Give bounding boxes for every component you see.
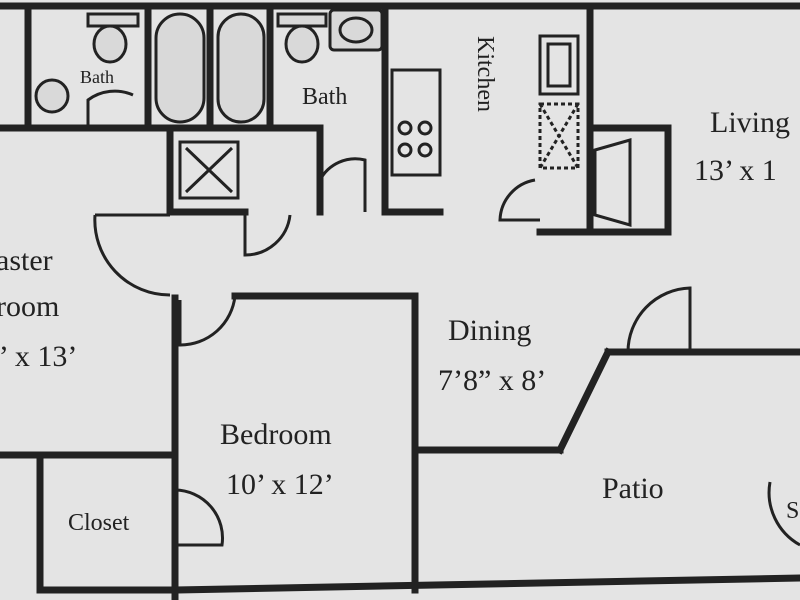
fireplace [593, 138, 632, 227]
toilet-tank [86, 12, 140, 28]
door-closet [243, 212, 292, 257]
bath-right-label: Bath [302, 84, 347, 110]
door-bath-left [86, 89, 134, 128]
master-label-line1: aster [0, 244, 53, 277]
pantry-cross [538, 103, 580, 169]
pantry [538, 102, 580, 170]
master-size: ” x 13’ [0, 340, 77, 373]
toilet-tank [276, 12, 328, 28]
door-storage [767, 481, 800, 547]
bathtub-right [216, 12, 266, 124]
toilet [284, 24, 320, 64]
dining-name: Dining [448, 314, 531, 347]
burner [397, 142, 413, 158]
storage-label: S [786, 498, 799, 524]
hvac-cross [184, 146, 234, 194]
door-bath-right [318, 157, 367, 212]
living-name: Living [710, 106, 790, 139]
bathtub-left [154, 12, 206, 124]
door-patio [626, 286, 692, 353]
hvac-closet [178, 140, 240, 200]
refrigerator-door [546, 42, 572, 88]
bedroom-size: 10’ x 12’ [226, 468, 334, 501]
patio-label: Patio [602, 472, 664, 505]
burner [417, 120, 433, 136]
living-size: 13’ x 1 [694, 154, 777, 187]
bedroom-name: Bedroom [220, 418, 332, 451]
fixtures [34, 8, 632, 227]
kitchen-label: Kitchen [472, 36, 498, 112]
burner [397, 120, 413, 136]
door-bedroom [178, 295, 237, 347]
room-labels: Bath Bath Kitchen Living 13’ x 1 aster r… [0, 36, 799, 536]
master-label-line2: room [0, 290, 59, 323]
burner [417, 142, 433, 158]
bath-left-label: Bath [80, 67, 114, 87]
sink [338, 16, 374, 44]
dining-size: 7’8” x 8’ [438, 364, 546, 397]
door-master [93, 213, 171, 297]
door-pantry [498, 178, 540, 222]
kitchen-counter [390, 68, 442, 177]
doors [86, 89, 800, 547]
refrigerator [538, 34, 580, 96]
sink [34, 78, 70, 114]
toilet [92, 24, 128, 64]
closet-label: Closet [68, 510, 130, 536]
door-closet-bedroom [174, 488, 224, 547]
